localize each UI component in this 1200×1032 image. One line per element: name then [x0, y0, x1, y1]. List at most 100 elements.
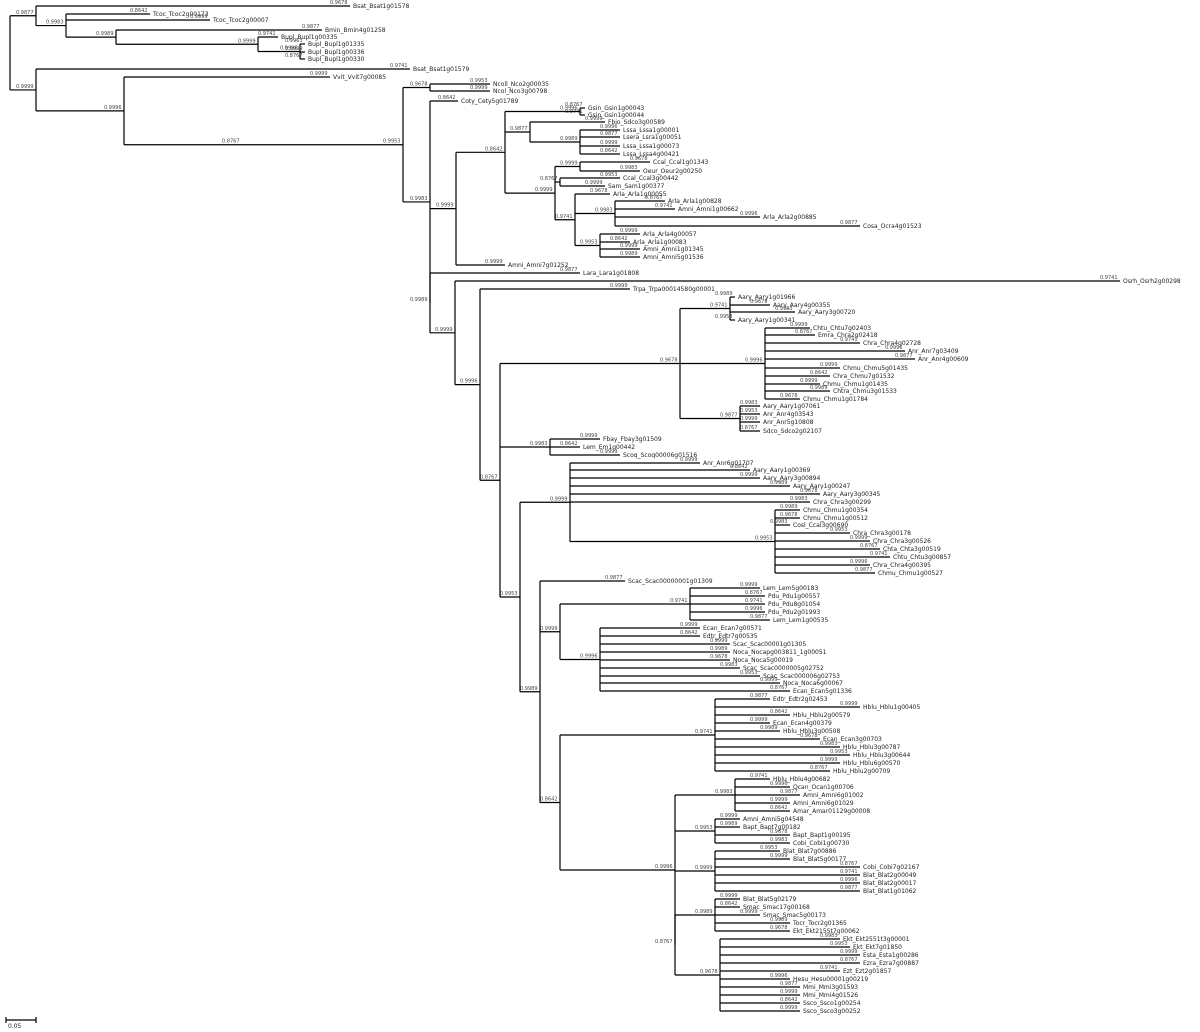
leaf-label: Chtu_Chtu3g00857: [893, 554, 951, 561]
leaf-label: Sdco_Sdco2g02107: [763, 428, 822, 435]
support-value: 0.9953: [600, 172, 618, 178]
support-value: 0.9999: [585, 116, 603, 122]
support-value: 0.8642: [680, 630, 698, 636]
leaf-label: Aary_Aary3g00345: [823, 491, 880, 498]
support-value: 0.9953: [715, 314, 733, 320]
support-value: 0.8642: [438, 95, 456, 101]
support-value: 0.8642: [770, 805, 788, 811]
support-value: 0.9678: [630, 156, 648, 162]
support-value: 0.9877: [895, 353, 913, 359]
support-value: 0.9877: [780, 789, 798, 795]
support-value: 0.9999: [610, 283, 628, 289]
leaf-label: Aary_Aary1g07061: [763, 403, 820, 410]
support-value: 0.9877: [750, 693, 768, 699]
support-value: 0.9678: [700, 969, 718, 975]
leaf-label: Scac_Scac00000001g01309: [628, 578, 713, 585]
support-value: 0.9741: [870, 551, 888, 557]
leaf-label: Chta_Chta3g00519: [883, 546, 941, 553]
leaf-label: Hblu_Hblu2g00579: [793, 712, 850, 719]
support-value: 0.9999: [740, 472, 758, 478]
support-value: 0.8642: [730, 464, 748, 470]
support-value: 0.9678: [780, 512, 798, 518]
support-value: 0.9877: [780, 981, 798, 987]
support-value: 0.9996: [840, 877, 858, 883]
support-value: 0.9999: [585, 180, 603, 186]
leaf-label: Tocr_Tocr2g01365: [792, 920, 847, 927]
support-value: 0.8767: [745, 590, 763, 596]
support-value: 0.9999: [485, 259, 503, 265]
leaf-label: Lssa_Lssa1g00001: [623, 127, 679, 134]
leaf-label: Aary_Aary4g00355: [773, 302, 830, 309]
support-value: 0.9983: [595, 208, 613, 214]
leaf-label: Hblu_Hblu2g00709: [833, 768, 890, 775]
support-value: 0.9877: [560, 267, 578, 273]
support-value: 0.9996: [655, 864, 673, 870]
support-value: 0.9989: [780, 504, 798, 510]
support-value: 0.9953: [285, 38, 303, 44]
leaf-label: Chra_Chra3g00178: [853, 530, 911, 537]
leaf-label: Bapt_Bapt7g00182: [743, 824, 801, 831]
support-value: 0.9989: [410, 297, 428, 303]
support-value: 0.9999: [840, 949, 858, 955]
support-value: 0.8642: [610, 236, 628, 242]
support-value: 0.9999: [600, 140, 618, 146]
leaf-label: Amni_Amni5g04548: [743, 816, 804, 823]
leaf-label: Scac_Scac0000005g02752: [743, 665, 824, 672]
support-value: 0.9999: [820, 362, 838, 368]
support-value: 0.8767: [810, 765, 828, 771]
support-value: 0.9741: [655, 203, 673, 209]
support-value: 0.9678: [590, 188, 608, 194]
leaf-label: Ssco_Ssco1g00254: [803, 1000, 861, 1007]
support-value: 0.9953: [760, 845, 778, 851]
leaf-label: Arla_Arla2g00885: [763, 214, 817, 221]
support-value: 0.9999: [760, 677, 778, 683]
support-value: 0.9983: [820, 741, 838, 747]
support-value: 0.8767: [840, 861, 858, 867]
support-value: 0.9983: [775, 306, 793, 312]
support-value: 0.9741: [258, 31, 276, 37]
support-value: 0.9741: [710, 303, 728, 309]
support-value: 0.8767: [740, 425, 758, 431]
support-value: 0.9989: [96, 31, 114, 37]
leaf-label: Bsat_Bsat1g01579: [413, 66, 469, 73]
support-value: 0.9741: [750, 773, 768, 779]
leaf-label: Ccal_Ccal3g00442: [623, 175, 679, 182]
leaf-label: Hblu_Hblu4g00682: [773, 776, 830, 783]
support-value: 0.9741: [820, 965, 838, 971]
support-value: 0.8642: [770, 709, 788, 715]
support-value: 0.8767: [655, 939, 673, 945]
support-value: 0.9989: [710, 646, 728, 652]
leaf-label: Cosa_Ocra4g01523: [863, 223, 922, 230]
support-value: 0.8767: [770, 685, 788, 691]
support-value: 0.9999: [436, 203, 454, 209]
support-value: 0.9996: [885, 345, 903, 351]
support-value: 0.9996: [770, 781, 788, 787]
support-value: 0.8767: [480, 474, 498, 480]
leaf-label: Bapt_Bapt1g00195: [793, 832, 851, 839]
leaf-label: Mmi_Mmi4g01526: [803, 992, 858, 999]
support-value: 0.9999: [780, 989, 798, 995]
support-value: 0.9999: [750, 717, 768, 723]
leaf-label: Fbay_Fbay3g01509: [603, 436, 662, 443]
leaf-label: Chmu_Chmu1g01435: [823, 381, 888, 388]
leaf-label: Tcoc_Tcoc2g00173: [152, 11, 209, 18]
support-value: 0.9741: [555, 214, 573, 220]
support-value: 0.9996: [770, 973, 788, 979]
support-value: 0.8642: [130, 8, 148, 14]
support-value: 0.9999: [740, 582, 758, 588]
support-value: 0.9999: [720, 813, 738, 819]
support-value: 0.9999: [710, 638, 728, 644]
leaf-label: Hblu_Hblu1g00405: [863, 704, 920, 711]
leaf-label: Chmu_Chmu1g00354: [803, 507, 868, 514]
support-value: 0.9877: [16, 10, 34, 16]
leaf-label: Edtr_Edtr7g00535: [703, 633, 758, 640]
support-value: 0.9678: [750, 299, 768, 305]
leaf-label: Chra_Chra4g00395: [873, 562, 931, 569]
leaf-label: Anr_Anr7g03409: [908, 348, 959, 355]
support-value: 0.9999: [16, 84, 34, 90]
support-value: 0.9877: [605, 575, 623, 581]
leaf-label: Chmu_Chmu1g01784: [803, 396, 868, 403]
support-value: 0.9741: [390, 63, 408, 69]
leaf-label: Blat_Blat2g00017: [863, 880, 917, 887]
leaf-label: Arla_Arla1g00055: [613, 191, 667, 198]
